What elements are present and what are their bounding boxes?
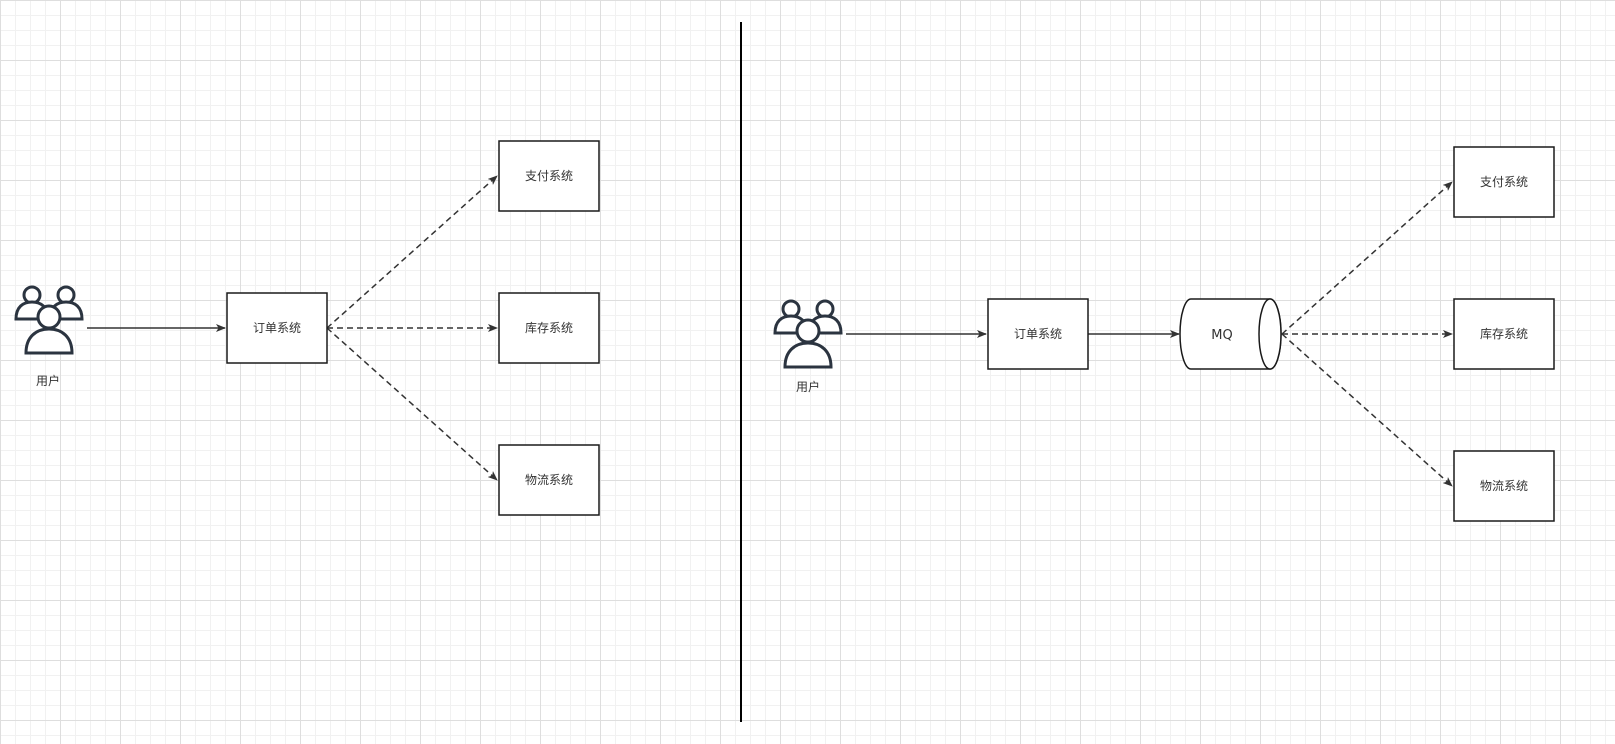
mq-label: MQ: [1211, 328, 1232, 343]
logistics-system-node[interactable]: 物流系统: [498, 444, 600, 516]
inventory-system-label: 库存系统: [525, 320, 573, 335]
order-system-node[interactable]: 订单系统: [226, 292, 328, 364]
left-diagram: 用户 订单系统 支付系统 库存系统 物流系统: [14, 140, 600, 516]
edge-mq-to-logistics[interactable]: [1281, 333, 1453, 487]
edge-order-to-payment[interactable]: [326, 175, 498, 329]
inventory-system-node[interactable]: 库存系统: [1453, 298, 1555, 370]
payment-system-label: 支付系统: [525, 169, 573, 183]
inventory-system-label: 库存系统: [1480, 326, 1528, 341]
right-diagram: 用户 订单系统 MQ 支付系统 库存系统 物: [773, 146, 1555, 522]
edge-mq-to-payment[interactable]: [1281, 181, 1453, 335]
right-user-label: 用户: [796, 379, 820, 394]
logistics-system-label: 物流系统: [525, 473, 573, 487]
logistics-system-label: 物流系统: [1480, 479, 1528, 493]
order-system-label: 订单系统: [253, 321, 301, 335]
inventory-system-node[interactable]: 库存系统: [498, 292, 600, 364]
order-system-node[interactable]: 订单系统: [987, 298, 1089, 370]
left-user-label: 用户: [36, 373, 60, 388]
mq-queue-node[interactable]: MQ: [1179, 298, 1282, 370]
payment-system-node[interactable]: 支付系统: [498, 140, 600, 212]
payment-system-node[interactable]: 支付系统: [1453, 146, 1555, 218]
users-icon[interactable]: [773, 299, 843, 369]
users-icon[interactable]: [14, 285, 84, 355]
edge-order-to-logistics[interactable]: [326, 327, 498, 481]
logistics-system-node[interactable]: 物流系统: [1453, 450, 1555, 522]
payment-system-label: 支付系统: [1480, 175, 1528, 189]
order-system-label: 订单系统: [1014, 327, 1062, 341]
